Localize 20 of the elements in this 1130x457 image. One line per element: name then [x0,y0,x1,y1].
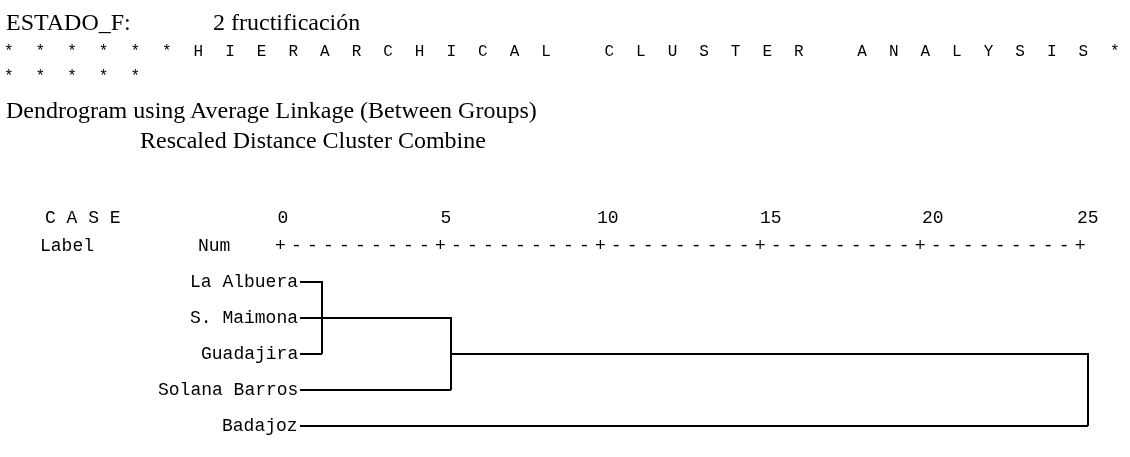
column-header: Label [40,237,94,255]
banner-text: * * * * * * H I E R A R C H I C A L C L U S T E R A N A L Y S I S * * * * * * [4,42,1126,88]
heading-text: ESTADO_F: [6,10,131,34]
case-label: Badajoz [222,417,298,435]
method-text: Dendrogram using Average Linkage (Between Groups) [6,98,537,122]
case-label: Solana Barros [158,381,299,399]
column-header: Num [198,237,231,255]
axis-tick-label: 10 [597,209,619,227]
axis-tick-label: 25 [1077,209,1099,227]
axis-tick-label: 5 [440,209,452,227]
case-label: Guadajira [201,345,299,363]
axis-tick-label: 15 [760,209,782,227]
axis-tick-label: 20 [922,209,944,227]
subtitle-text: Rescaled Distance Cluster Combine [140,128,486,152]
case-label: La Albuera [190,273,299,291]
column-header: C A S E [45,209,121,227]
case-label: S. Maimona [190,309,299,327]
heading-text: 2 fructificación [213,10,361,34]
axis-ruler: +---------+---------+---------+---------+---------+ [275,237,1091,255]
axis-tick-label: 0 [277,209,289,227]
